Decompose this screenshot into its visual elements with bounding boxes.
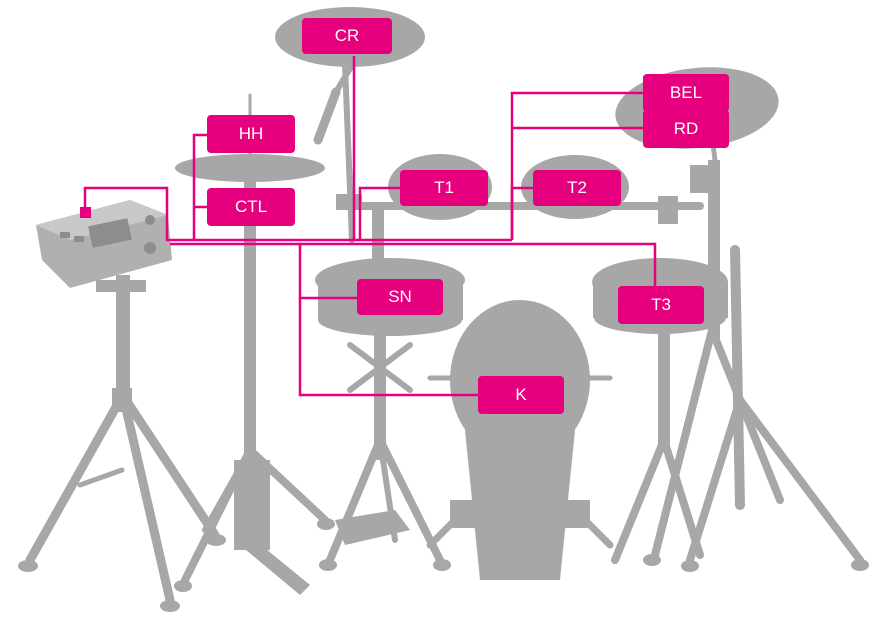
kick-drum xyxy=(426,300,614,580)
tom1-label[interactable]: T1 xyxy=(400,170,488,206)
ride-label[interactable]: RD xyxy=(643,110,729,148)
ride-stand xyxy=(643,117,869,572)
hihat-control-label[interactable]: CTL xyxy=(207,188,295,226)
kick-label[interactable]: K xyxy=(478,376,564,414)
module-stand xyxy=(18,275,226,612)
crash-stand xyxy=(313,57,362,243)
crash-label[interactable]: CR xyxy=(302,18,392,54)
tom2-label[interactable]: T2 xyxy=(533,170,621,206)
floor-tom-stand xyxy=(611,330,704,564)
module-jack xyxy=(80,207,91,218)
ride-bell-label[interactable]: BEL xyxy=(643,74,729,112)
snare-label[interactable]: SN xyxy=(357,279,443,315)
kick-pedal xyxy=(335,510,410,545)
hihat-label[interactable]: HH xyxy=(207,115,295,153)
cable-routing xyxy=(83,56,657,397)
tom3-label[interactable]: T3 xyxy=(618,286,704,324)
hihat-cymbal xyxy=(175,154,325,182)
sound-module xyxy=(36,200,172,288)
